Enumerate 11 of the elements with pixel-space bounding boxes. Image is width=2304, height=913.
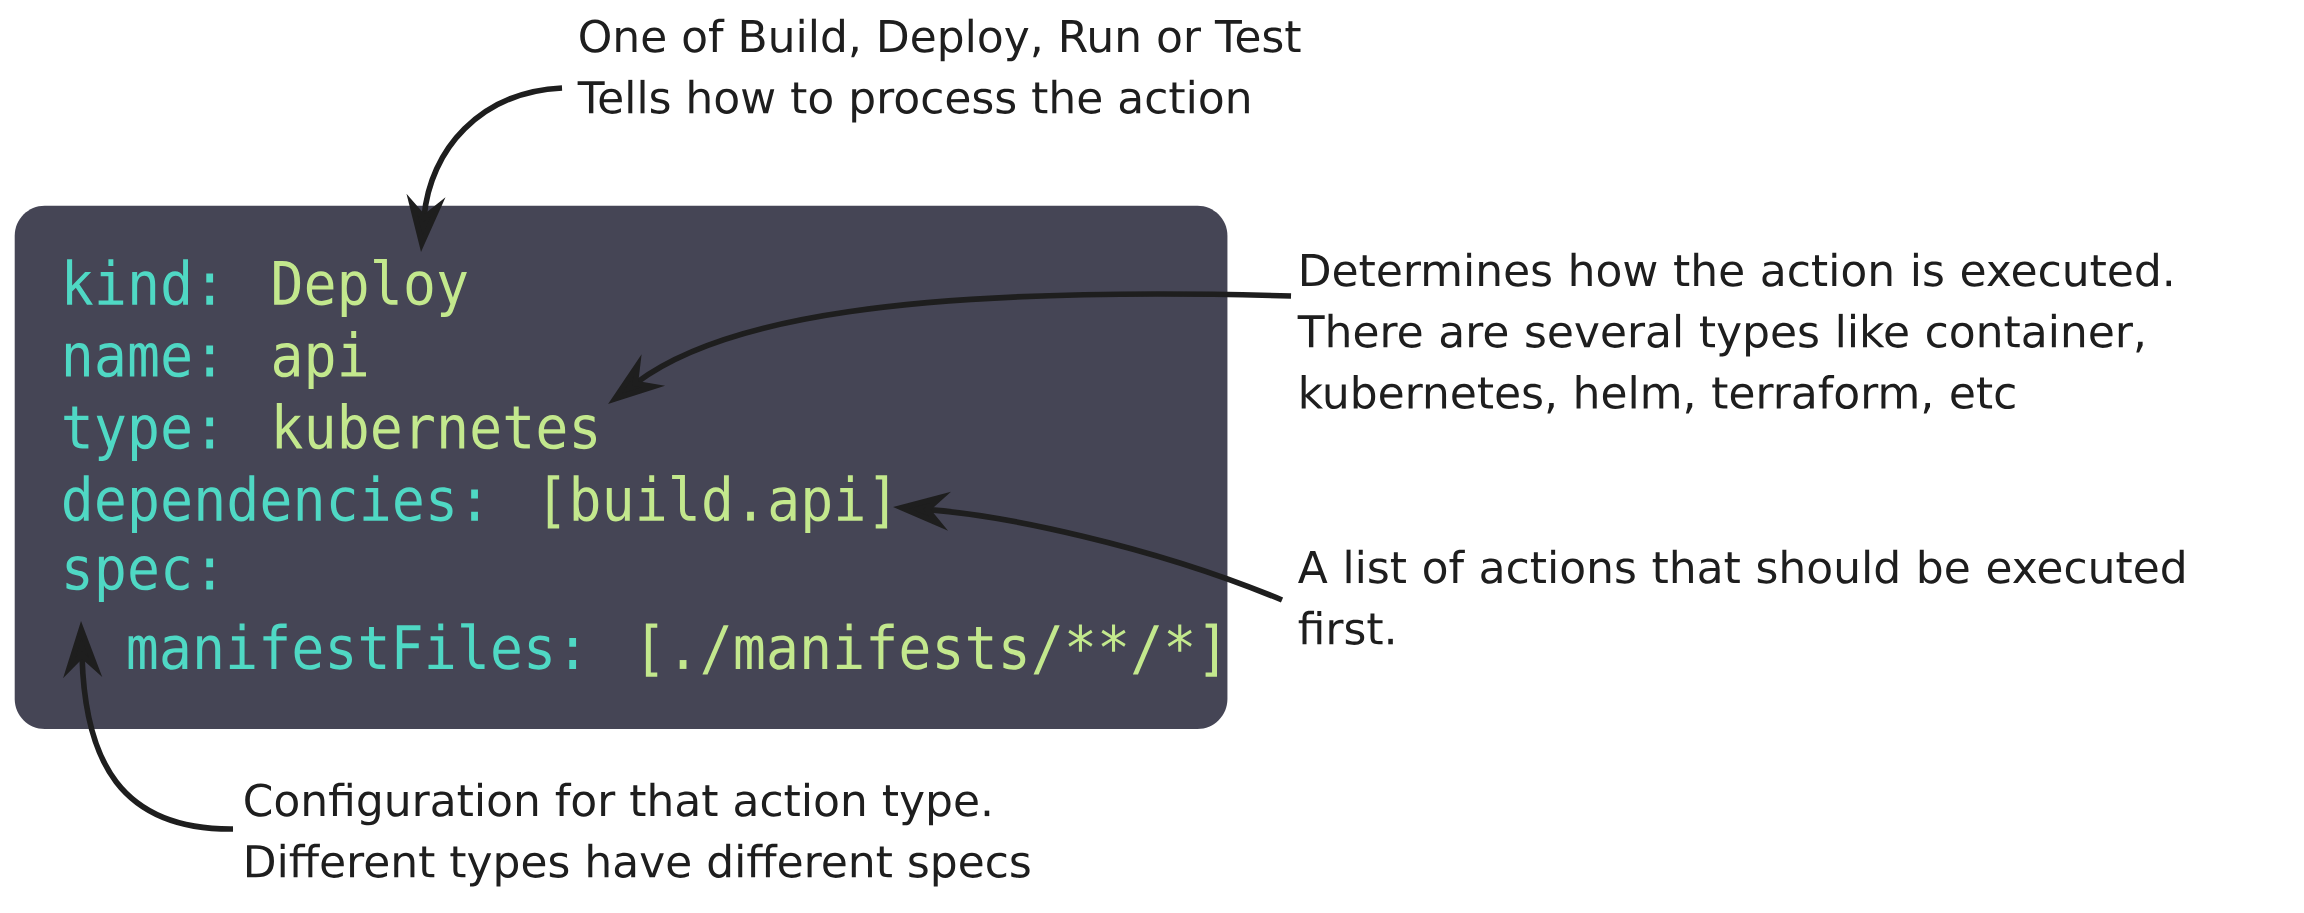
annotation-text: Configuration for that action type. Different types have different specs [245,782,1030,887]
code-line: manifestFiles: [./manifests/**/*] [128,623,1217,677]
code-line: dependencies: [build.api] [64,474,888,534]
code-line: kind: Deploy [67,258,467,318]
code-line: type: kubernetes [64,403,597,461]
code-line: name: api [65,331,366,389]
annotation-text: Determines how the action is executed. There are several types like container, kubernetes, helm, terraform, etc [1297,252,2171,414]
annotation-text: A list of actions that should be executed first. [1298,549,2184,645]
annotation-text: One of Build, Deploy, Run or Test Tells how to process the action [577,18,1301,123]
code-line: spec: [66,556,214,602]
code-panel [14,205,1228,729]
